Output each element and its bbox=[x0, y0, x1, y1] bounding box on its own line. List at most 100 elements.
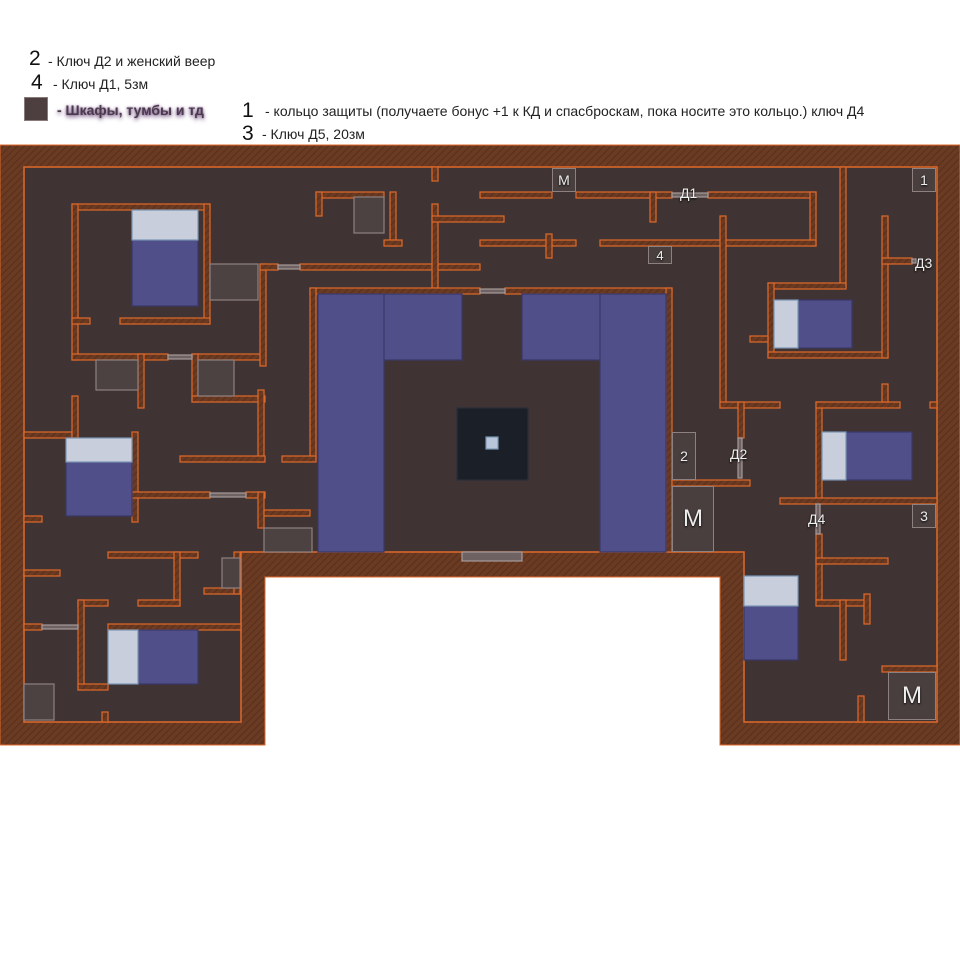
central-item bbox=[485, 436, 499, 450]
marker-4[interactable]: 4 bbox=[648, 246, 672, 264]
cabinet[interactable] bbox=[221, 557, 241, 589]
interior-wall bbox=[863, 593, 871, 625]
interior-wall bbox=[119, 317, 211, 325]
bed bbox=[797, 299, 853, 349]
bed bbox=[131, 239, 199, 307]
cabinet-legend-text: - Шкафы, тумбы и тд bbox=[57, 102, 204, 118]
door[interactable] bbox=[209, 492, 247, 498]
interior-wall bbox=[71, 395, 79, 439]
marker-2[interactable]: 2 bbox=[672, 432, 696, 480]
pillow bbox=[107, 629, 139, 685]
legend-text-3: - Ключ Д5, 20зм bbox=[262, 126, 365, 142]
interior-wall bbox=[257, 389, 265, 463]
legend-num-4: 4 bbox=[31, 71, 43, 94]
legend-text-2: - Ключ Д2 и женский веер bbox=[48, 53, 216, 69]
bed bbox=[845, 431, 913, 481]
cabinet[interactable] bbox=[209, 263, 259, 301]
interior-wall bbox=[71, 353, 169, 361]
pillow bbox=[773, 299, 799, 349]
interior-wall bbox=[191, 353, 199, 403]
pillow bbox=[743, 575, 799, 607]
interior-wall bbox=[259, 263, 267, 367]
cabinet[interactable] bbox=[263, 527, 313, 553]
interior-wall bbox=[479, 191, 553, 199]
door[interactable] bbox=[461, 551, 523, 562]
marker-m-top[interactable]: M bbox=[552, 168, 576, 192]
door-d2-label[interactable]: Д2 bbox=[730, 446, 748, 462]
cabinet[interactable] bbox=[95, 359, 139, 391]
door[interactable] bbox=[479, 288, 506, 294]
bed-block bbox=[317, 293, 385, 553]
cabinet-swatch bbox=[24, 97, 48, 121]
door[interactable] bbox=[737, 437, 743, 479]
interior-wall bbox=[599, 239, 817, 247]
door-d3-label[interactable]: Д3 bbox=[915, 255, 933, 271]
interior-wall bbox=[545, 233, 553, 259]
interior-wall bbox=[23, 431, 73, 439]
legend-text-1: - кольцо защиты (получаете бонус +1 к КД… bbox=[265, 103, 865, 119]
interior-wall bbox=[881, 215, 889, 359]
interior-wall bbox=[809, 191, 817, 247]
legend-num-1: 1 bbox=[242, 99, 254, 122]
interior-wall bbox=[257, 491, 265, 529]
pillow bbox=[131, 209, 199, 241]
interior-wall bbox=[71, 203, 211, 211]
interior-wall bbox=[107, 551, 199, 559]
interior-wall bbox=[131, 431, 139, 523]
door[interactable] bbox=[815, 503, 821, 535]
interior-wall bbox=[815, 401, 901, 409]
interior-wall bbox=[815, 557, 889, 565]
door-d4-label[interactable]: Д4 bbox=[808, 511, 826, 527]
interior-wall bbox=[504, 287, 673, 295]
cabinet[interactable] bbox=[353, 196, 385, 234]
door[interactable] bbox=[911, 258, 917, 264]
pillow bbox=[65, 437, 133, 463]
interior-wall bbox=[929, 401, 938, 409]
interior-wall bbox=[23, 569, 61, 577]
marker-m-center[interactable]: M bbox=[672, 486, 714, 552]
interior-wall bbox=[315, 191, 323, 217]
marker-3[interactable]: 3 bbox=[912, 504, 936, 528]
door-d1-label[interactable]: Д1 bbox=[680, 185, 698, 201]
marker-m-right[interactable]: M bbox=[888, 672, 936, 720]
interior-wall bbox=[383, 239, 403, 247]
legend-text-4: - Ключ Д1, 5зм bbox=[53, 76, 149, 92]
interior-wall bbox=[857, 695, 865, 723]
interior-wall bbox=[77, 599, 85, 691]
interior-wall bbox=[203, 203, 211, 325]
bed bbox=[137, 629, 199, 685]
interior-wall bbox=[431, 166, 439, 182]
door[interactable] bbox=[167, 354, 193, 360]
interior-wall bbox=[77, 683, 109, 691]
door[interactable] bbox=[41, 624, 79, 630]
marker-1[interactable]: 1 bbox=[912, 168, 936, 192]
interior-wall bbox=[281, 455, 317, 463]
interior-wall bbox=[137, 599, 181, 607]
interior-wall bbox=[737, 401, 745, 439]
cabinet[interactable] bbox=[197, 359, 235, 397]
pillow bbox=[821, 431, 847, 481]
interior-wall bbox=[839, 166, 847, 288]
interior-wall bbox=[71, 317, 91, 325]
interior-wall bbox=[179, 455, 266, 463]
interior-wall bbox=[767, 282, 775, 358]
interior-wall bbox=[767, 351, 889, 359]
interior-wall bbox=[815, 401, 823, 505]
interior-wall bbox=[107, 623, 242, 631]
interior-wall bbox=[479, 239, 577, 247]
interior-wall bbox=[815, 533, 823, 601]
cabinet[interactable] bbox=[23, 683, 55, 721]
interior-wall bbox=[719, 401, 781, 409]
interior-wall bbox=[23, 623, 43, 631]
interior-wall bbox=[173, 551, 181, 607]
interior-wall bbox=[137, 353, 145, 409]
interior-wall bbox=[259, 263, 279, 271]
interior-wall bbox=[263, 509, 311, 517]
bed bbox=[65, 461, 133, 517]
interior-wall bbox=[101, 711, 109, 723]
door[interactable] bbox=[277, 264, 301, 270]
interior-wall bbox=[309, 287, 481, 295]
door[interactable] bbox=[671, 192, 709, 198]
